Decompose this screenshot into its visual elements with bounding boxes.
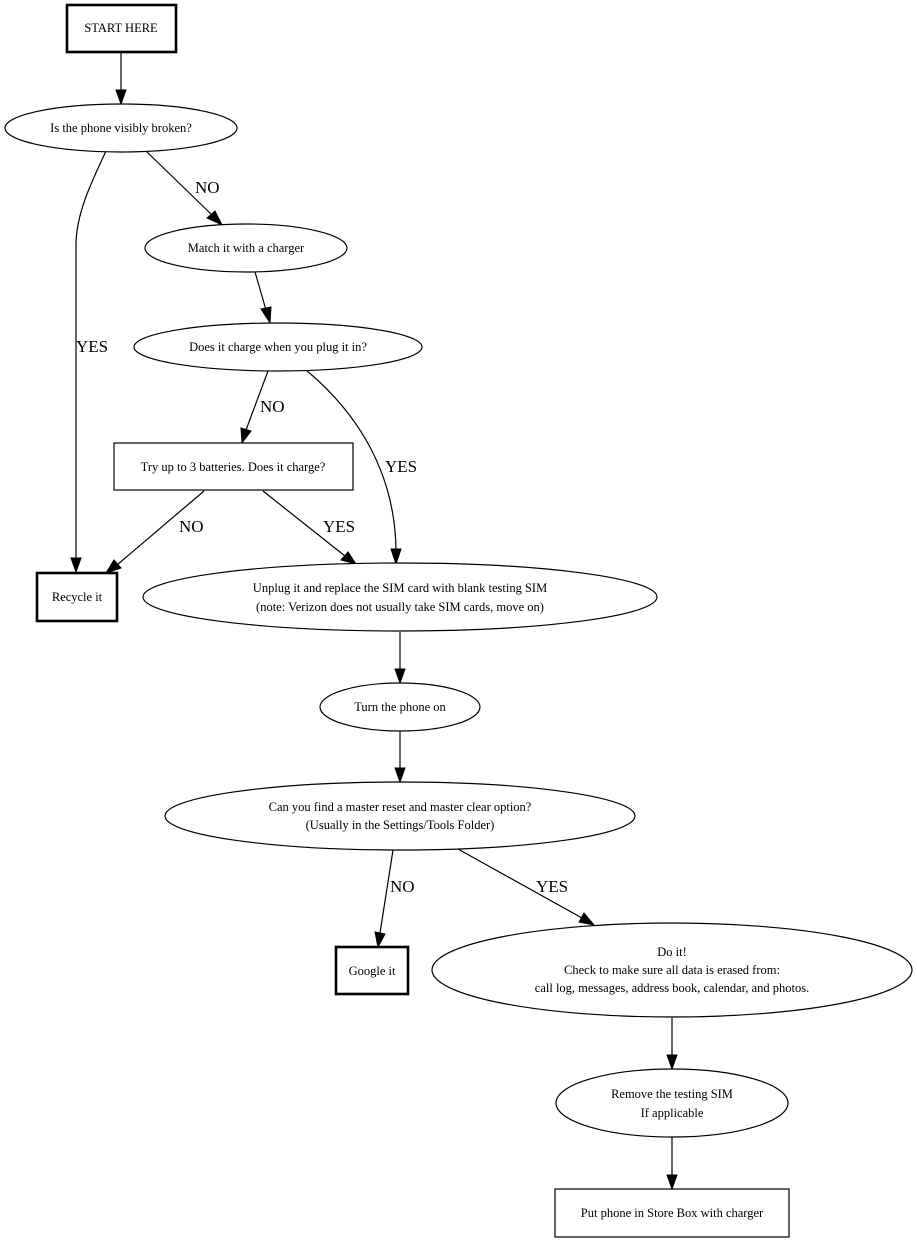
nodes: START HERE Is the phone visibly broken? …	[4, 3, 913, 1238]
node-doit-line1: Do it!	[657, 945, 687, 959]
node-reset: Can you find a master reset and master c…	[164, 781, 636, 851]
node-broken: Is the phone visibly broken?	[4, 103, 238, 153]
label-broken-no: NO	[195, 178, 220, 197]
arrowhead	[104, 559, 122, 574]
arrowhead	[115, 89, 127, 106]
node-recycle: Recycle it	[35, 571, 119, 623]
node-store: Put phone in Store Box with charger	[554, 1188, 790, 1238]
arrowhead	[374, 931, 386, 949]
node-start: START HERE	[65, 3, 178, 54]
node-removesim-line1: Remove the testing SIM	[611, 1087, 733, 1101]
node-charger: Match it with a charger	[144, 223, 348, 273]
node-unplug-line2: (note: Verizon does not usually take SIM…	[256, 600, 544, 614]
arrowhead	[666, 1174, 678, 1191]
node-unplug: Unplug it and replace the SIM card with …	[142, 562, 658, 632]
node-start-label: START HERE	[84, 21, 158, 35]
label-batteries-no: NO	[179, 517, 204, 536]
arrowhead	[206, 210, 224, 227]
edge-batteries-recycle	[116, 490, 205, 566]
node-recycle-label: Recycle it	[52, 590, 103, 604]
arrowhead	[390, 548, 402, 566]
edge-reset-google	[379, 849, 394, 934]
node-reset-line1: Can you find a master reset and master c…	[269, 800, 532, 814]
label-reset-no: NO	[390, 877, 415, 896]
edge-labels: YES NO NO YES NO YES NO YES	[76, 178, 568, 896]
arrowhead	[666, 1054, 678, 1071]
edge-batteries-unplug	[262, 490, 346, 557]
node-charge: Does it charge when you plug it in?	[133, 322, 423, 372]
label-charge-yes: YES	[385, 457, 417, 476]
node-removesim: Remove the testing SIM If applicable	[555, 1068, 789, 1138]
node-doit-line3: call log, messages, address book, calend…	[535, 981, 809, 995]
node-reset-line2: (Usually in the Settings/Tools Folder)	[306, 818, 495, 832]
node-google: Google it	[334, 945, 410, 996]
edge-broken-charger	[145, 150, 213, 216]
node-doit-line2: Check to make sure all data is erased fr…	[564, 963, 780, 977]
arrowhead	[340, 551, 358, 565]
node-doit: Do it! Check to make sure all data is er…	[431, 922, 913, 1018]
edges	[70, 53, 678, 1191]
node-unplug-line1: Unplug it and replace the SIM card with …	[253, 581, 547, 595]
arrowhead	[578, 912, 596, 926]
arrowhead	[70, 557, 82, 574]
label-broken-yes: YES	[76, 337, 108, 356]
label-batteries-yes: YES	[323, 517, 355, 536]
node-batteries-label: Try up to 3 batteries. Does it charge?	[141, 460, 326, 474]
label-charge-no: NO	[260, 397, 285, 416]
node-charger-label: Match it with a charger	[188, 241, 305, 255]
arrowhead	[260, 306, 272, 325]
edge-reset-doit	[457, 848, 583, 919]
node-removesim-line2: If applicable	[641, 1106, 704, 1120]
label-reset-yes: YES	[536, 877, 568, 896]
edge-charge-unplug	[305, 369, 397, 551]
edge-broken-recycle	[75, 150, 107, 560]
node-charge-label: Does it charge when you plug it in?	[189, 340, 367, 354]
node-turnon-label: Turn the phone on	[354, 700, 446, 714]
node-broken-label: Is the phone visibly broken?	[50, 121, 192, 135]
arrowhead	[240, 427, 252, 445]
edge-charger-charge	[254, 271, 267, 311]
node-store-label: Put phone in Store Box with charger	[581, 1206, 764, 1220]
node-google-label: Google it	[349, 964, 396, 978]
arrowhead	[394, 767, 406, 784]
node-turnon: Turn the phone on	[319, 682, 481, 732]
node-batteries: Try up to 3 batteries. Does it charge?	[113, 442, 354, 491]
arrowhead	[394, 668, 406, 685]
edge-charge-batteries	[245, 370, 269, 431]
